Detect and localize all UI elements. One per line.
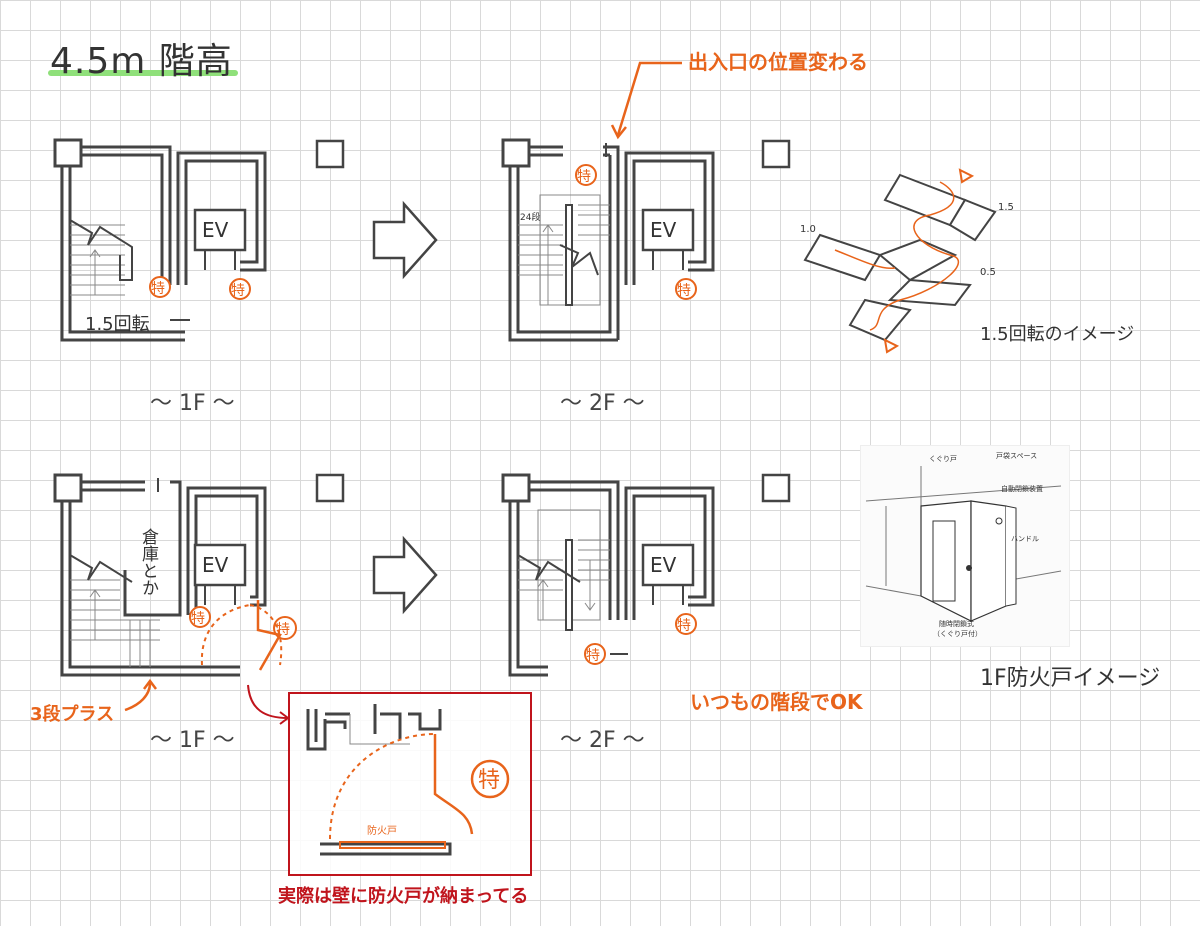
badge: 特 [231,283,245,299]
column-square [315,473,345,503]
floor-label-1f-bottom: ～ 1F ～ [150,728,235,753]
badge: 特 [677,618,691,634]
mark-1-0: 1.0 [800,224,816,235]
storage-label: 倉庫とか [138,528,159,596]
rotation-sketch: 1.0 1.5 0.5 [800,168,1014,354]
rotation-label: 1.5回転 [85,314,150,335]
three-steps-note: 3段プラス [30,704,115,725]
ev-label: EV [650,218,677,242]
arrow-right-icon [372,535,438,615]
badge: 特 [677,283,691,299]
usual-stairs-note: いつもの階段でOK [690,690,863,714]
column-square [315,139,345,169]
column-square [761,139,791,169]
photo-label-space: 戸袋スペース [996,451,1037,460]
photo-label-handle: ハンドル [1011,535,1039,543]
floor-label-1f: ～ 1F ～ [150,391,235,416]
plan-2f-bottom: EV 特 特 [501,473,715,677]
mark-0-5: 0.5 [980,267,996,278]
detail-badge: 特 [478,768,500,793]
floor-label-2f-bottom: ～ 2F ～ [560,728,645,753]
badge: 特 [151,281,165,297]
photo-label-kuguri: くぐり戸 [929,455,957,463]
fire-door-photo: くぐり戸 戸袋スペース 自動閉鎖装置 ハンドル 随時閉鎖式 （くぐり戸付） [860,445,1070,647]
badge: 特 [586,648,600,664]
ev-label: EV [650,553,677,577]
ev-label: EV [202,218,229,242]
floor-label-2f: ～ 2F ～ [560,391,645,416]
entrance-arrow [610,61,682,140]
photo-label-auto: 自動閉鎖装置 [1001,484,1043,493]
actual-note: 実際は壁に防火戸が納まってる [278,886,529,907]
photo-caption-2: （くぐり戸付） [933,629,982,638]
three-steps-arrow [124,678,157,712]
plan-2f-top: 24段 EV 特 特 [501,138,715,342]
ev-label: EV [202,553,229,577]
step-label: 24段 [520,211,540,223]
mark-1-5: 1.5 [998,202,1014,213]
fire-door-image-label: 1F防火戸イメージ [980,666,1161,691]
arrow-right-icon [372,200,438,280]
badge: 特 [191,611,205,627]
rotation-image-label: 1.5回転のイメージ [980,324,1135,345]
page-title: 4.5m 階高 [50,41,233,82]
title-highlight [48,70,238,76]
fire-door-detail-box: 特 防火戸 [288,692,532,876]
entrance-change-note: 出入口の位置変わる [688,50,868,74]
photo-caption-1: 随時閉鎖式 [939,619,974,628]
detail-door-label: 防火戸 [367,824,397,837]
plan-1f-bottom: 倉庫とか EV 特 特 [53,473,297,677]
plan-1f-top: EV 特 特 1.5回転 [53,138,267,342]
column-square [761,473,791,503]
badge: 特 [577,169,591,185]
